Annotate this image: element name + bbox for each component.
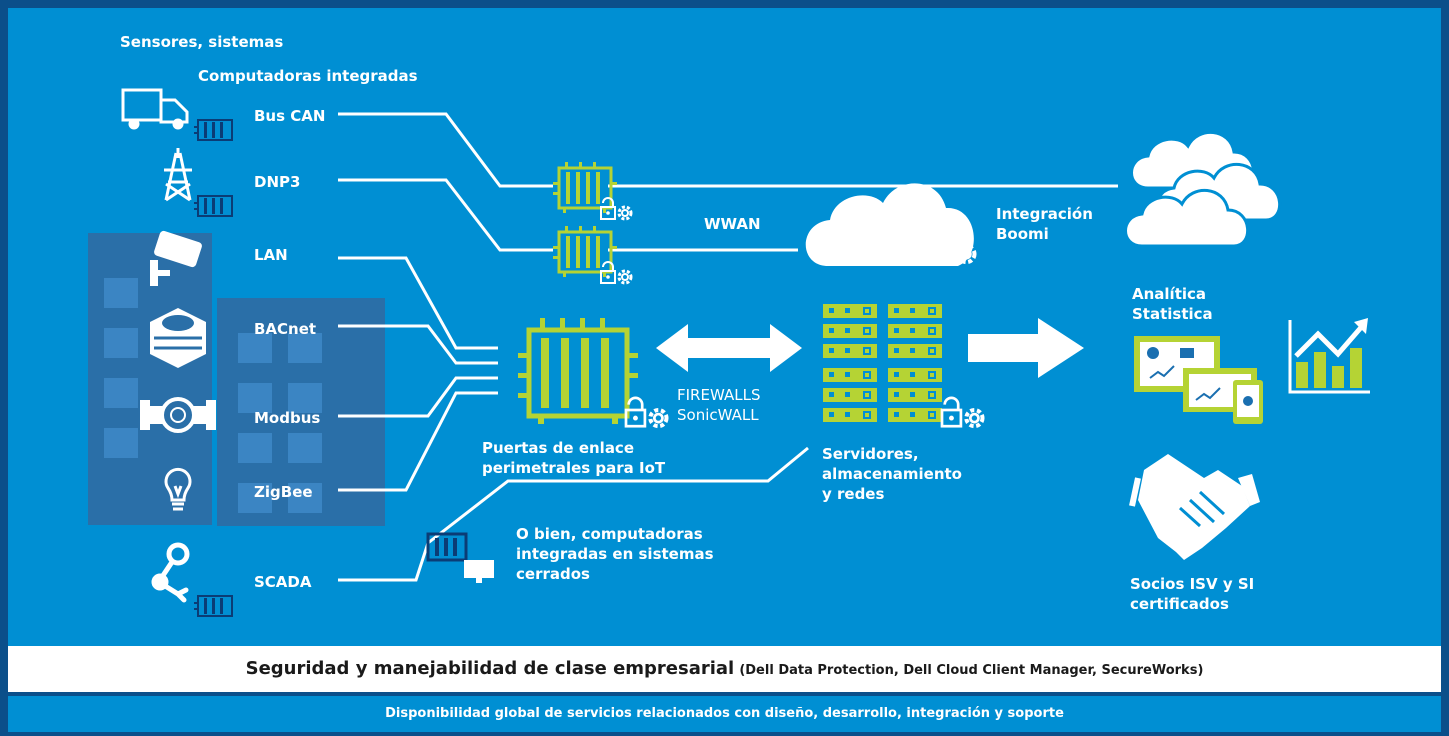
label-servers: Servidores, almacenamiento y redes <box>822 445 962 503</box>
label-bus-can: Bus CAN <box>254 107 326 125</box>
label-analytics: Analítica Statistica <box>1132 285 1213 323</box>
clouds-icon <box>1124 130 1282 248</box>
cloud-icon <box>805 183 974 266</box>
robot-arm-icon <box>151 542 190 603</box>
label-modbus: Modbus <box>254 409 321 427</box>
security-band: Seguridad y manejabilidad de clase empre… <box>8 646 1441 692</box>
double-arrow <box>656 324 802 372</box>
router-icon <box>551 224 619 279</box>
monitor-icon <box>1134 336 1263 424</box>
hvac-icon <box>150 308 206 368</box>
label-partners: Socios ISV y SI certificados <box>1130 575 1255 613</box>
growth-chart-icon <box>1288 318 1370 394</box>
security-detail: (Dell Data Protection, Dell Cloud Client… <box>739 663 1204 678</box>
label-dnp3: DNP3 <box>254 173 301 191</box>
embedded-computer-icon <box>426 532 494 583</box>
building-right <box>217 298 385 526</box>
diagram-canvas <box>88 88 1370 617</box>
label-bacnet: BACnet <box>254 320 317 338</box>
right-arrow <box>968 318 1084 378</box>
router-icon <box>551 160 619 215</box>
truck-icon <box>121 88 189 130</box>
services-band: Disponibilidad global de servicios relac… <box>8 696 1441 732</box>
meter-icon <box>140 397 216 433</box>
label-closed-systems: O bien, computadoras integradas en siste… <box>516 525 714 583</box>
security-title: Seguridad y manejabilidad de clase empre… <box>245 658 735 679</box>
camera-icon <box>150 230 202 286</box>
lock-gear-icon <box>626 398 667 426</box>
services-text: Disponibilidad global de servicios relac… <box>385 706 1064 721</box>
label-lan: LAN <box>254 246 288 264</box>
label-boomi: Integración Boomi <box>996 205 1093 243</box>
power-tower-icon <box>164 148 192 202</box>
label-gateways: Puertas de enlace perimetrales para IoT <box>482 439 666 477</box>
server-icon <box>823 304 942 422</box>
embedded-computer-icon <box>193 119 233 141</box>
connection-lines <box>338 112 1118 582</box>
label-scada: SCADA <box>254 573 312 591</box>
bulb-icon <box>164 467 192 511</box>
label-zigbee: ZigBee <box>254 483 313 501</box>
embedded-computer-icon <box>193 595 233 617</box>
diagram-panel: Sensores, sistemas Computadoras integrad… <box>8 8 1441 646</box>
embedded-computer-icon <box>193 195 233 217</box>
handshake-icon <box>1129 454 1260 560</box>
label-firewalls: FIREWALLS SonicWALL <box>677 386 761 424</box>
label-sensors: Sensores, sistemas <box>120 33 284 51</box>
label-embedded: Computadoras integradas <box>198 67 418 85</box>
gateway-icon <box>518 318 638 424</box>
label-wwan: WWAN <box>704 215 761 233</box>
lock-gear-icon <box>942 398 983 426</box>
